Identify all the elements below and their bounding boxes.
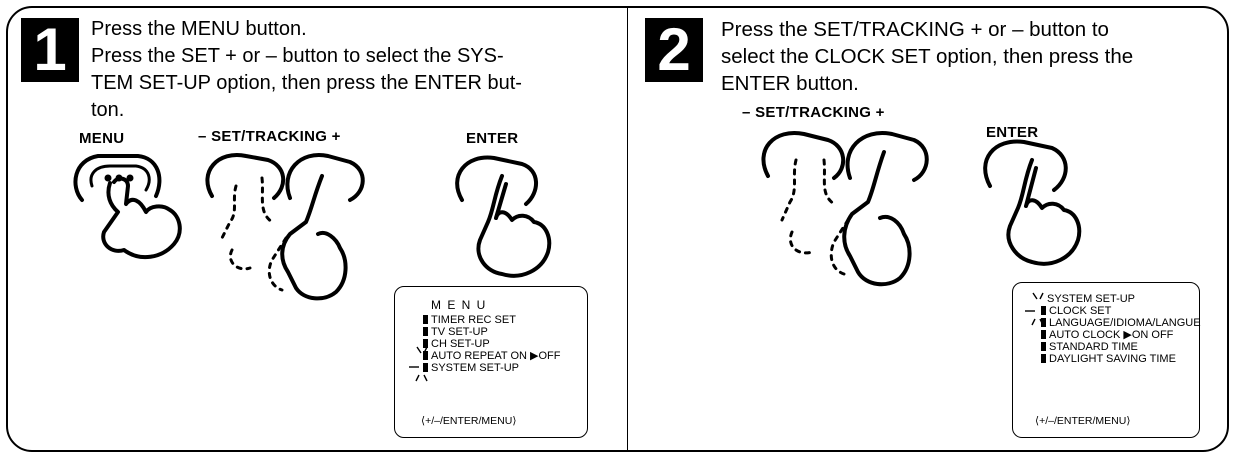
setup-item-daylight-saving-time: DAYLIGHT SAVING TIME	[1041, 353, 1176, 365]
setup-item-language-label: LANGUAGE/IDIOMA/LANGUE	[1049, 317, 1201, 329]
setup-item-standard-time-label: STANDARD TIME	[1049, 341, 1138, 353]
setup-cursor-blink-icon	[1021, 289, 1061, 329]
system-setup-screen-display: SYSTEM SET-UP CLOCK SET LANGUAGE/IDIOMA/…	[1012, 282, 1200, 438]
setup-item-auto-clock-label: AUTO CLOCK ▶ON OFF	[1049, 329, 1173, 341]
setup-item-auto-clock: AUTO CLOCK ▶ON OFF	[1041, 329, 1173, 341]
set-tracking-buttons-illustration-2	[763, 133, 926, 284]
system-setup-screen-footer: ⟨+/–/ENTER/MENU⟩	[1035, 415, 1130, 427]
setup-item-language: LANGUAGE/IDIOMA/LANGUE	[1041, 317, 1201, 329]
setup-item-daylight-saving-time-label: DAYLIGHT SAVING TIME	[1049, 353, 1176, 365]
enter-button-press-illustration-2	[985, 142, 1079, 264]
setup-item-standard-time: STANDARD TIME	[1041, 341, 1138, 353]
